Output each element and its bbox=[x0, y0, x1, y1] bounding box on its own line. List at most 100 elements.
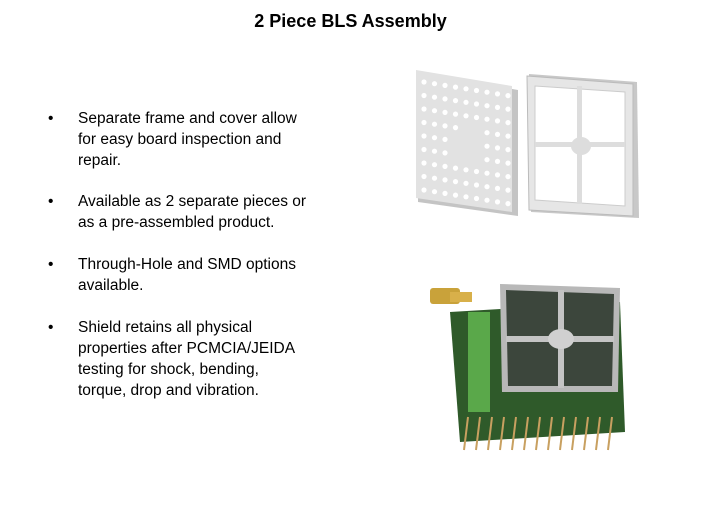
vent-hole bbox=[431, 175, 438, 181]
header-pin bbox=[499, 416, 505, 451]
header-pin bbox=[547, 416, 553, 451]
vent-hole bbox=[442, 163, 448, 169]
vent-hole bbox=[473, 87, 480, 94]
vent-hole bbox=[452, 179, 459, 185]
vent-hole bbox=[431, 108, 438, 114]
bullet-marker: • bbox=[48, 110, 54, 127]
vent-hole bbox=[431, 148, 438, 154]
bullet-line: Available as 2 separate pieces or bbox=[78, 193, 307, 210]
vent-hole bbox=[505, 120, 511, 126]
vent-hole bbox=[442, 190, 448, 196]
vent-hole bbox=[421, 133, 427, 139]
header-pin bbox=[571, 416, 577, 451]
vent-hole bbox=[484, 157, 490, 163]
vent-hole bbox=[421, 106, 427, 112]
header-pin bbox=[475, 416, 481, 451]
bullet-line: available. bbox=[78, 277, 144, 294]
vent-hole bbox=[494, 104, 501, 110]
vent-hole bbox=[484, 143, 490, 149]
vent-hole bbox=[505, 174, 511, 180]
vent-hole bbox=[505, 93, 511, 99]
bullet-line: repair. bbox=[78, 152, 122, 169]
vent-hole bbox=[505, 201, 511, 207]
vent-hole bbox=[473, 114, 480, 121]
bullet-marker: • bbox=[48, 193, 54, 210]
vent-hole bbox=[442, 136, 448, 142]
vent-hole bbox=[494, 131, 501, 137]
vent-hole bbox=[421, 160, 427, 166]
vent-hole bbox=[463, 113, 469, 119]
header-pin bbox=[535, 416, 541, 451]
vent-hole bbox=[484, 103, 490, 109]
vent-hole bbox=[421, 187, 427, 193]
vent-hole bbox=[431, 189, 438, 195]
vent-hole bbox=[431, 162, 438, 168]
header-pin bbox=[463, 416, 469, 451]
vent-hole bbox=[463, 99, 469, 105]
bullet-line: testing for shock, bending, bbox=[78, 361, 259, 378]
vent-hole bbox=[421, 119, 427, 126]
bullet-text: Available as 2 separate pieces or as a pr… bbox=[78, 191, 306, 233]
vent-hole bbox=[494, 145, 501, 151]
vent-hole bbox=[494, 158, 501, 164]
vent-hole bbox=[505, 147, 511, 153]
vent-hole bbox=[421, 146, 427, 153]
vent-hole bbox=[463, 180, 469, 186]
vent-hole bbox=[452, 84, 459, 90]
vent-hole bbox=[494, 185, 501, 191]
vent-hole bbox=[442, 109, 448, 115]
vent-hole bbox=[473, 182, 480, 188]
bullet-line: properties after PCMCIA/JEIDA bbox=[78, 340, 296, 357]
vent-hole bbox=[421, 92, 427, 99]
shield-frame-image bbox=[526, 74, 639, 218]
vent-hole bbox=[431, 135, 438, 141]
header-pin bbox=[583, 416, 589, 451]
vent-hole bbox=[442, 123, 448, 129]
header-pin bbox=[487, 416, 493, 451]
header-pin bbox=[607, 416, 613, 451]
vent-hole bbox=[421, 79, 427, 85]
vent-hole bbox=[421, 173, 427, 180]
header-pin bbox=[511, 416, 517, 451]
vent-hole bbox=[505, 106, 511, 112]
vent-hole bbox=[505, 133, 511, 139]
vent-hole bbox=[494, 118, 501, 124]
vent-hole bbox=[505, 187, 511, 193]
vent-hole bbox=[431, 121, 438, 127]
vent-hole bbox=[442, 177, 448, 183]
vent-hole bbox=[505, 160, 511, 166]
bullet-marker: • bbox=[48, 319, 54, 336]
vent-hole bbox=[452, 111, 459, 117]
bullet-text: Shield retains all physical properties af… bbox=[78, 317, 295, 401]
vent-hole bbox=[463, 86, 469, 92]
vent-hole bbox=[494, 91, 501, 97]
header-pin bbox=[595, 416, 601, 451]
vent-hole bbox=[484, 170, 490, 176]
slide-title: 2 Piece BLS Assembly bbox=[254, 11, 447, 31]
vent-hole bbox=[442, 96, 448, 102]
vent-hole bbox=[431, 81, 438, 87]
vent-hole bbox=[484, 116, 490, 122]
vent-hole bbox=[473, 168, 480, 175]
vent-hole bbox=[452, 165, 459, 171]
bullet-line: Through-Hole and SMD options bbox=[78, 256, 296, 273]
bullet-line: as a pre-assembled product. bbox=[78, 214, 275, 231]
bullet-line: torque, drop and vibration. bbox=[78, 382, 259, 399]
vent-hole bbox=[473, 101, 480, 107]
vent-hole bbox=[473, 195, 480, 202]
bullet-line: Shield retains all physical bbox=[78, 319, 253, 336]
vent-hole bbox=[494, 199, 501, 205]
vent-hole bbox=[463, 194, 469, 200]
header-pin bbox=[559, 416, 565, 451]
vent-hole bbox=[484, 197, 490, 203]
bullet-text: Through-Hole and SMD options available. bbox=[78, 254, 296, 296]
bullet-line: Separate frame and cover allow bbox=[78, 110, 297, 127]
header-pin bbox=[523, 416, 529, 451]
vent-hole bbox=[463, 167, 469, 173]
shield-cover-image bbox=[416, 70, 518, 216]
rf-module-photo bbox=[430, 284, 625, 451]
vent-hole bbox=[431, 94, 438, 100]
vent-hole bbox=[452, 192, 459, 198]
vent-hole bbox=[484, 130, 490, 136]
